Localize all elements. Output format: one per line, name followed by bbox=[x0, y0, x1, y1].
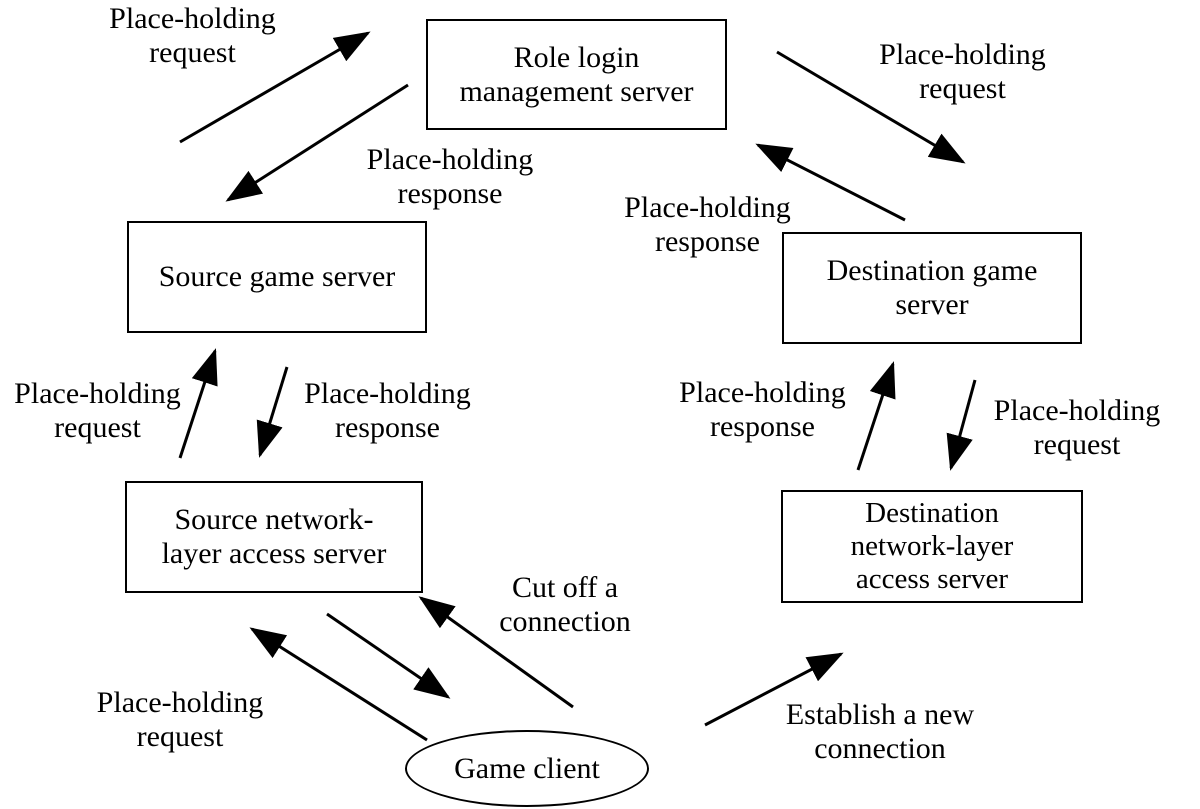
arrow-game-client-to-source-nw-request bbox=[249, 627, 428, 742]
node-game-client: Game client bbox=[405, 730, 649, 807]
arrow-role-login-to-source-game-response bbox=[225, 83, 409, 202]
edge-label-place-holding-request-bottom-left: Place-holding request bbox=[96, 686, 264, 753]
edge-label-place-holding-request-mid-right: Place-holding request bbox=[993, 394, 1161, 461]
arrow-role-login-to-dest-game-request bbox=[776, 50, 966, 164]
edge-label-establish-a-new-connection: Establish a new connection bbox=[785, 698, 975, 765]
arrow-source-game-to-role-login-request bbox=[179, 31, 371, 144]
edge-label-place-holding-response-mid-right: Place-holding response bbox=[679, 376, 846, 443]
edge-label-place-holding-request-top-right: Place-holding request bbox=[879, 38, 1046, 105]
node-source-network-layer-access-server: Source network- layer access server bbox=[125, 481, 423, 593]
edge-label-place-holding-request-mid-left: Place-holding request bbox=[14, 377, 181, 444]
arrow-source-nw-to-game-client bbox=[326, 612, 451, 699]
arrow-dest-game-to-dest-nw-request bbox=[946, 379, 977, 471]
node-destination-game-server: Destination game server bbox=[782, 232, 1082, 344]
edge-label-place-holding-response-top-right: Place-holding response bbox=[624, 191, 791, 258]
arrow-game-client-cut-off-connection bbox=[418, 596, 574, 709]
arrow-dest-nw-to-dest-game-response bbox=[856, 361, 896, 471]
arrow-dest-game-to-role-login-response bbox=[755, 143, 906, 222]
arrow-source-game-to-source-nw-response bbox=[256, 366, 289, 458]
node-source-game-server: Source game server bbox=[127, 221, 427, 333]
node-role-login-management-server: Role login management server bbox=[426, 19, 727, 130]
node-destination-network-layer-access-server: Destination network-layer access server bbox=[781, 490, 1083, 603]
arrow-source-nw-to-source-game-request bbox=[178, 348, 218, 459]
edge-label-place-holding-request-top-left: Place-holding request bbox=[109, 2, 276, 69]
edge-label-place-holding-response-mid-left: Place-holding response bbox=[304, 377, 471, 444]
edge-label-cut-off-a-connection: Cut off a connection bbox=[499, 571, 631, 638]
edge-label-place-holding-response-top-left: Place-holding response bbox=[366, 143, 534, 210]
arrow-game-client-establish-connection bbox=[704, 652, 844, 727]
